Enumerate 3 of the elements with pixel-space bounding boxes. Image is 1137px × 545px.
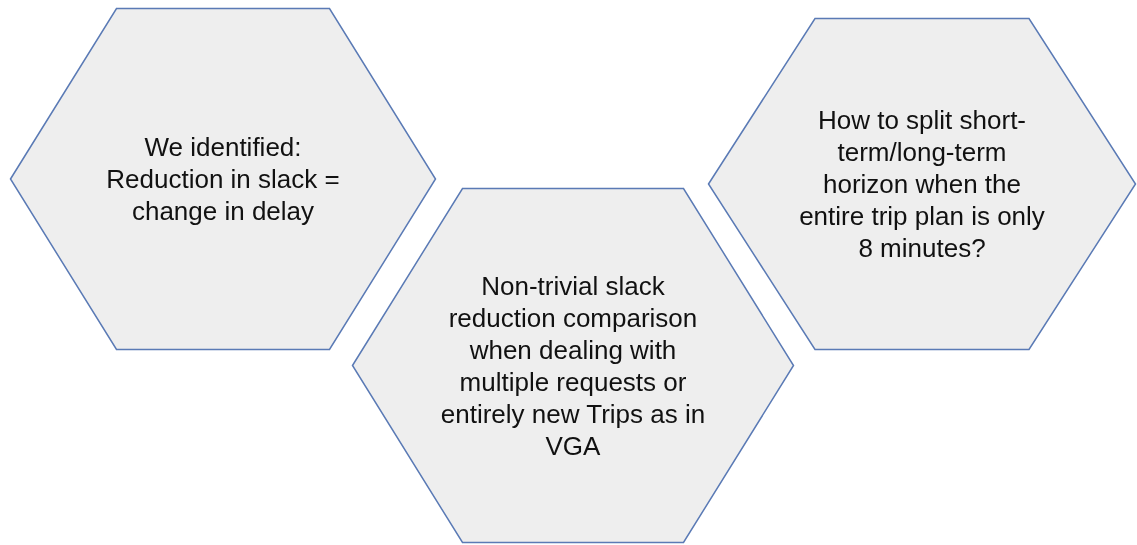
- hexagon-text: Non-trivial slack reduction comparison when dealing with multiple requests or entirely new Trips as in VGA: [439, 269, 707, 462]
- hexagon-text: How to split short-term/long-term horizon when the entire trip plan is only 8 minutes?: [798, 104, 1046, 264]
- hexagon-text: We identified: Reduction in slack = change in delay: [105, 131, 341, 227]
